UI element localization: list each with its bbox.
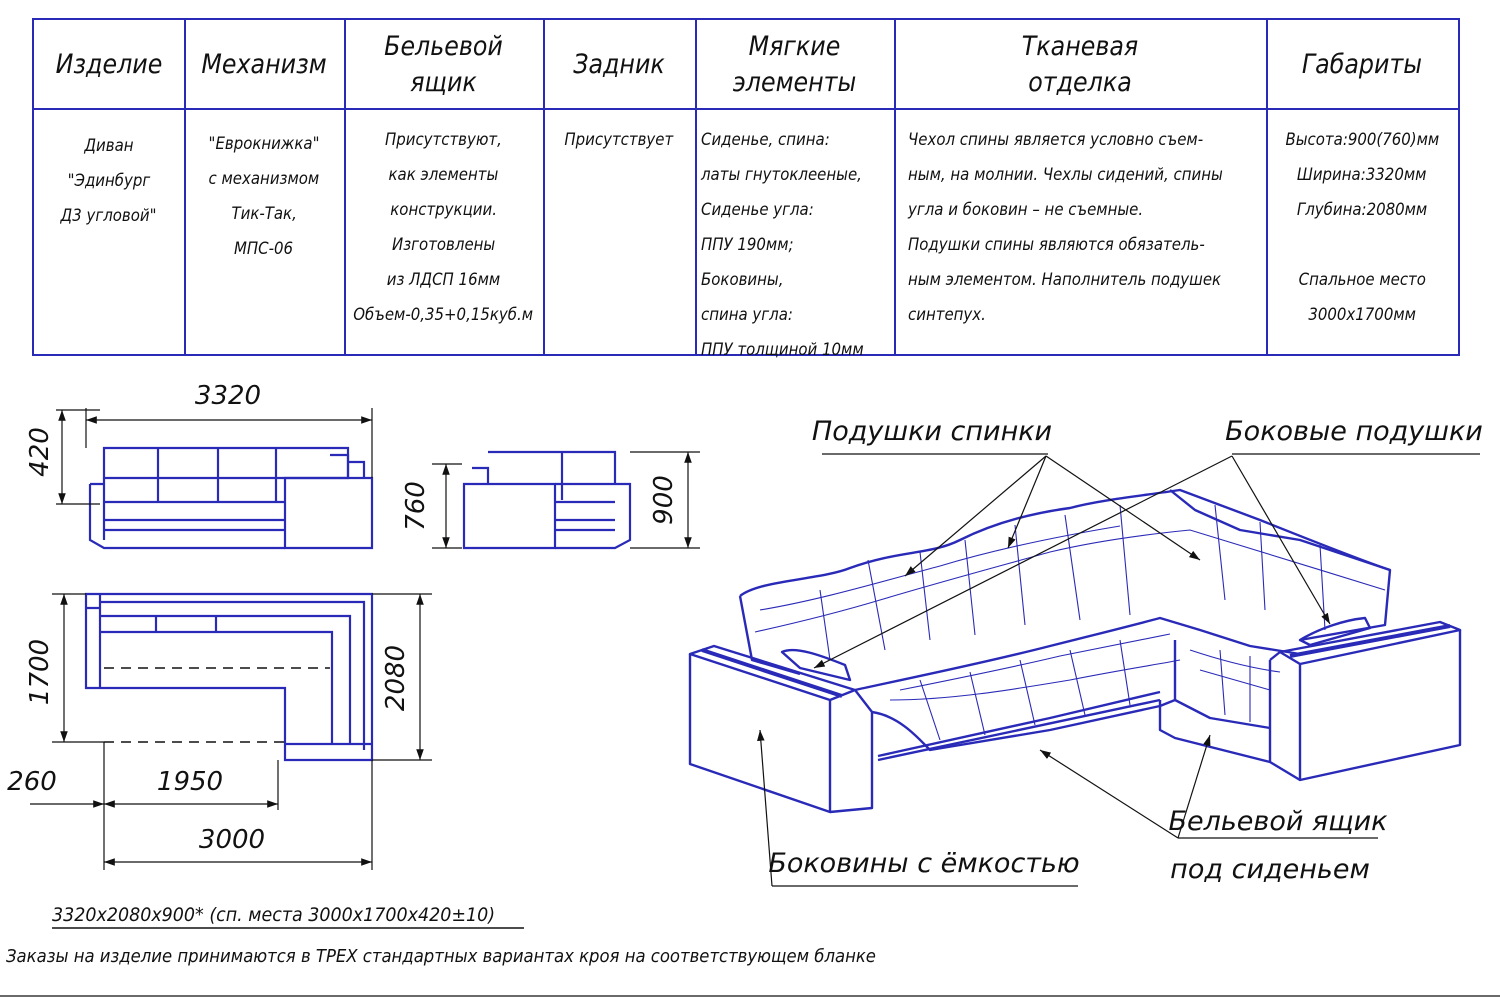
cell-line: ППУ 190мм;	[701, 235, 794, 255]
summary-dimensions: 3320х2080х900* (сп. места 3000х1700х420±…	[52, 904, 496, 926]
cell-line: Боковины,	[701, 270, 784, 290]
col-divider	[543, 20, 545, 354]
spec-table: Изделие Механизм Бельевой ящик Задник Мя…	[32, 18, 1460, 360]
header-mechanism: Механизм	[194, 20, 335, 110]
col-divider	[1266, 20, 1268, 354]
cell-line: Высота:900(760)мм	[1285, 130, 1439, 150]
dim-inner-width: 1950	[157, 767, 223, 797]
col-divider	[344, 20, 346, 354]
header-text: Изделие	[55, 49, 163, 80]
header-text: Механизм	[201, 49, 327, 80]
plan-view-dims	[30, 593, 432, 870]
front-view-dims	[56, 408, 373, 505]
header-dimensions: Габариты	[1278, 20, 1447, 110]
dim-side-total-height: 900	[649, 475, 679, 525]
cell-line: ным, на молнии. Чехлы сидений, спины	[908, 165, 1223, 185]
header-text: Тканевая	[1021, 31, 1139, 62]
callout-storage-box-line1: Бельевой ящик	[1168, 806, 1388, 837]
header-text: элементы	[732, 67, 857, 98]
cell-line: Объем-0,35+0,15куб.м	[353, 305, 534, 325]
cell-line: Присутствуют,	[385, 130, 502, 150]
header-storage-box: Бельевой ящик	[356, 20, 531, 110]
cell-line: "Эдинбург	[67, 171, 151, 191]
cell-line: ным элементом. Наполнитель подушек	[908, 270, 1222, 290]
cell-line: Подушки спины являются обязатель-	[908, 235, 1205, 255]
cell-line: конструкции.	[390, 200, 497, 220]
dim-plan-sleep-depth: 1700	[25, 639, 55, 705]
header-text: Задник	[573, 49, 665, 80]
cell-line: Д3 угловой"	[61, 206, 157, 226]
cell-line: с механизмом	[208, 169, 320, 189]
col-divider	[894, 20, 896, 354]
callout-armrests: Боковины с ёмкостью	[768, 848, 1079, 879]
cell-line: 3000х1700мм	[1308, 305, 1416, 325]
cell-line: Присутствует	[564, 130, 674, 150]
cell-line: МПС-06	[234, 239, 294, 259]
col-divider	[695, 20, 697, 354]
sofa-perspective	[688, 488, 1462, 814]
header-text: Бельевой	[384, 31, 503, 62]
row-divider	[34, 108, 1458, 110]
cell-line: из ЛДСП 16мм	[386, 270, 501, 290]
cell-back: Присутствует	[543, 115, 695, 355]
header-fabric: Тканевая отделка	[916, 20, 1243, 110]
front-view	[88, 446, 374, 550]
cell-line: синтепух.	[908, 305, 986, 325]
cell-line: Тик-Так,	[231, 204, 297, 224]
cell-line: ППУ толщиной 10мм	[701, 340, 864, 360]
dim-sleep-width: 3000	[199, 825, 265, 855]
sofa-quilting	[754, 504, 1386, 741]
cell-dimensions: Высота:900(760)мм Ширина:3320мм Глубина:…	[1266, 115, 1458, 355]
dim-front-width: 3320	[195, 381, 261, 411]
cell-line: угла и боковин – не съемные.	[908, 200, 1144, 220]
dim-plan-total-depth: 2080	[381, 645, 411, 711]
callout-back-cushions: Подушки спинки	[812, 416, 1052, 447]
cell-line: латы гнутоклееные,	[701, 165, 862, 185]
cell-line: Диван	[84, 136, 134, 156]
dim-offset: 260	[7, 767, 57, 797]
cell-product: Диван "Эдинбург Д3 угловой"	[34, 115, 184, 355]
header-text: отделка	[1028, 67, 1132, 98]
col-divider	[184, 20, 186, 354]
cell-line: спина угла:	[701, 305, 793, 325]
header-text: Мягкие	[748, 31, 841, 62]
order-note: Заказы на изделие принимаются в ТРЕХ ста…	[6, 946, 876, 967]
cell-line: Спальное место	[1298, 270, 1426, 290]
callout-storage-box-line2: под сиденьем	[1170, 854, 1370, 885]
header-product: Изделие	[43, 20, 175, 110]
plan-view	[84, 592, 374, 762]
cell-line: Чехол спины является условно съем-	[908, 130, 1204, 150]
header-back: Задник	[552, 20, 686, 110]
cell-line: Глубина:2080мм	[1296, 200, 1428, 220]
cell-line: как элементы	[388, 165, 499, 185]
dim-back-height: 420	[25, 427, 55, 477]
header-text: Габариты	[1301, 49, 1423, 80]
cell-storage-box: Присутствуют, как элементы конструкции. …	[344, 115, 543, 355]
callout-leaders	[757, 453, 1480, 887]
side-view	[462, 450, 632, 550]
plan-hidden-lines	[104, 667, 330, 743]
dim-side-seat-height: 760	[401, 481, 431, 531]
cell-line: Ширина:3320мм	[1297, 165, 1427, 185]
cell-mechanism: "Еврокнижка" с механизмом Тик-Так, МПС-0…	[184, 115, 344, 355]
cell-line: Сиденье угла:	[701, 200, 814, 220]
header-text: ящик	[410, 67, 477, 98]
cell-fabric: Чехол спины является условно съем- ным, …	[894, 115, 1266, 355]
header-soft-elements: Мягкие элементы	[707, 20, 882, 110]
side-view-dims	[432, 451, 700, 549]
cell-line: "Еврокнижка"	[208, 134, 320, 154]
callout-side-cushions: Боковые подушки	[1225, 416, 1483, 447]
cell-line: Сиденье, спина:	[701, 130, 830, 150]
cell-line: Изготовлены	[391, 235, 496, 255]
cell-soft-elements: Сиденье, спина: латы гнутоклееные, Сиден…	[695, 115, 894, 360]
